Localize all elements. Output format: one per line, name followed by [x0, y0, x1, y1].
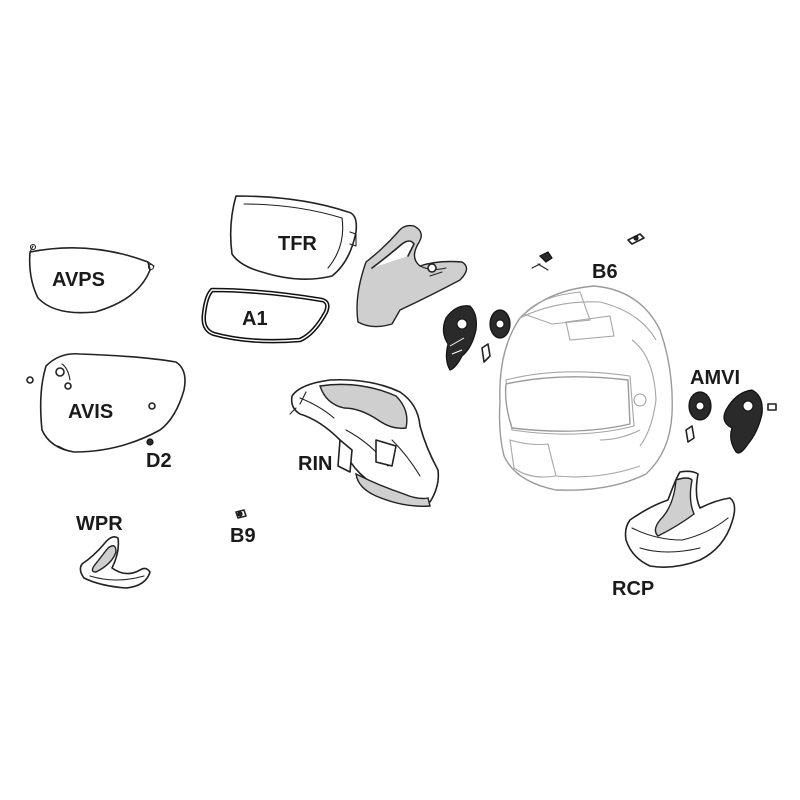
helmet-illustration	[498, 285, 673, 491]
label-d2: D2	[146, 450, 172, 472]
label-avis: AVIS	[68, 401, 113, 423]
part-amvi	[685, 389, 777, 454]
part-rin	[289, 378, 440, 507]
part-rcp	[624, 470, 736, 568]
label-b6: B6	[592, 261, 618, 283]
label-rin: RIN	[298, 453, 332, 475]
label-wpr: WPR	[76, 513, 123, 535]
label-a1: A1	[242, 308, 268, 330]
label-rcp: RCP	[612, 578, 654, 600]
part-cheek-insert	[356, 224, 468, 328]
part-wpr	[79, 536, 151, 589]
label-amvi: AMVI	[690, 367, 740, 389]
part-visor-mechanism-left	[442, 305, 511, 371]
label-b9: B9	[230, 525, 256, 547]
label-tfr: TFR	[278, 233, 317, 255]
part-avis	[26, 352, 186, 453]
part-avps	[28, 243, 155, 314]
part-tfr	[229, 195, 358, 280]
part-d2	[146, 438, 154, 446]
part-a1	[201, 287, 330, 344]
part-b9	[235, 509, 247, 519]
label-avps: AVPS	[52, 269, 105, 291]
part-b6-screws	[531, 233, 645, 271]
